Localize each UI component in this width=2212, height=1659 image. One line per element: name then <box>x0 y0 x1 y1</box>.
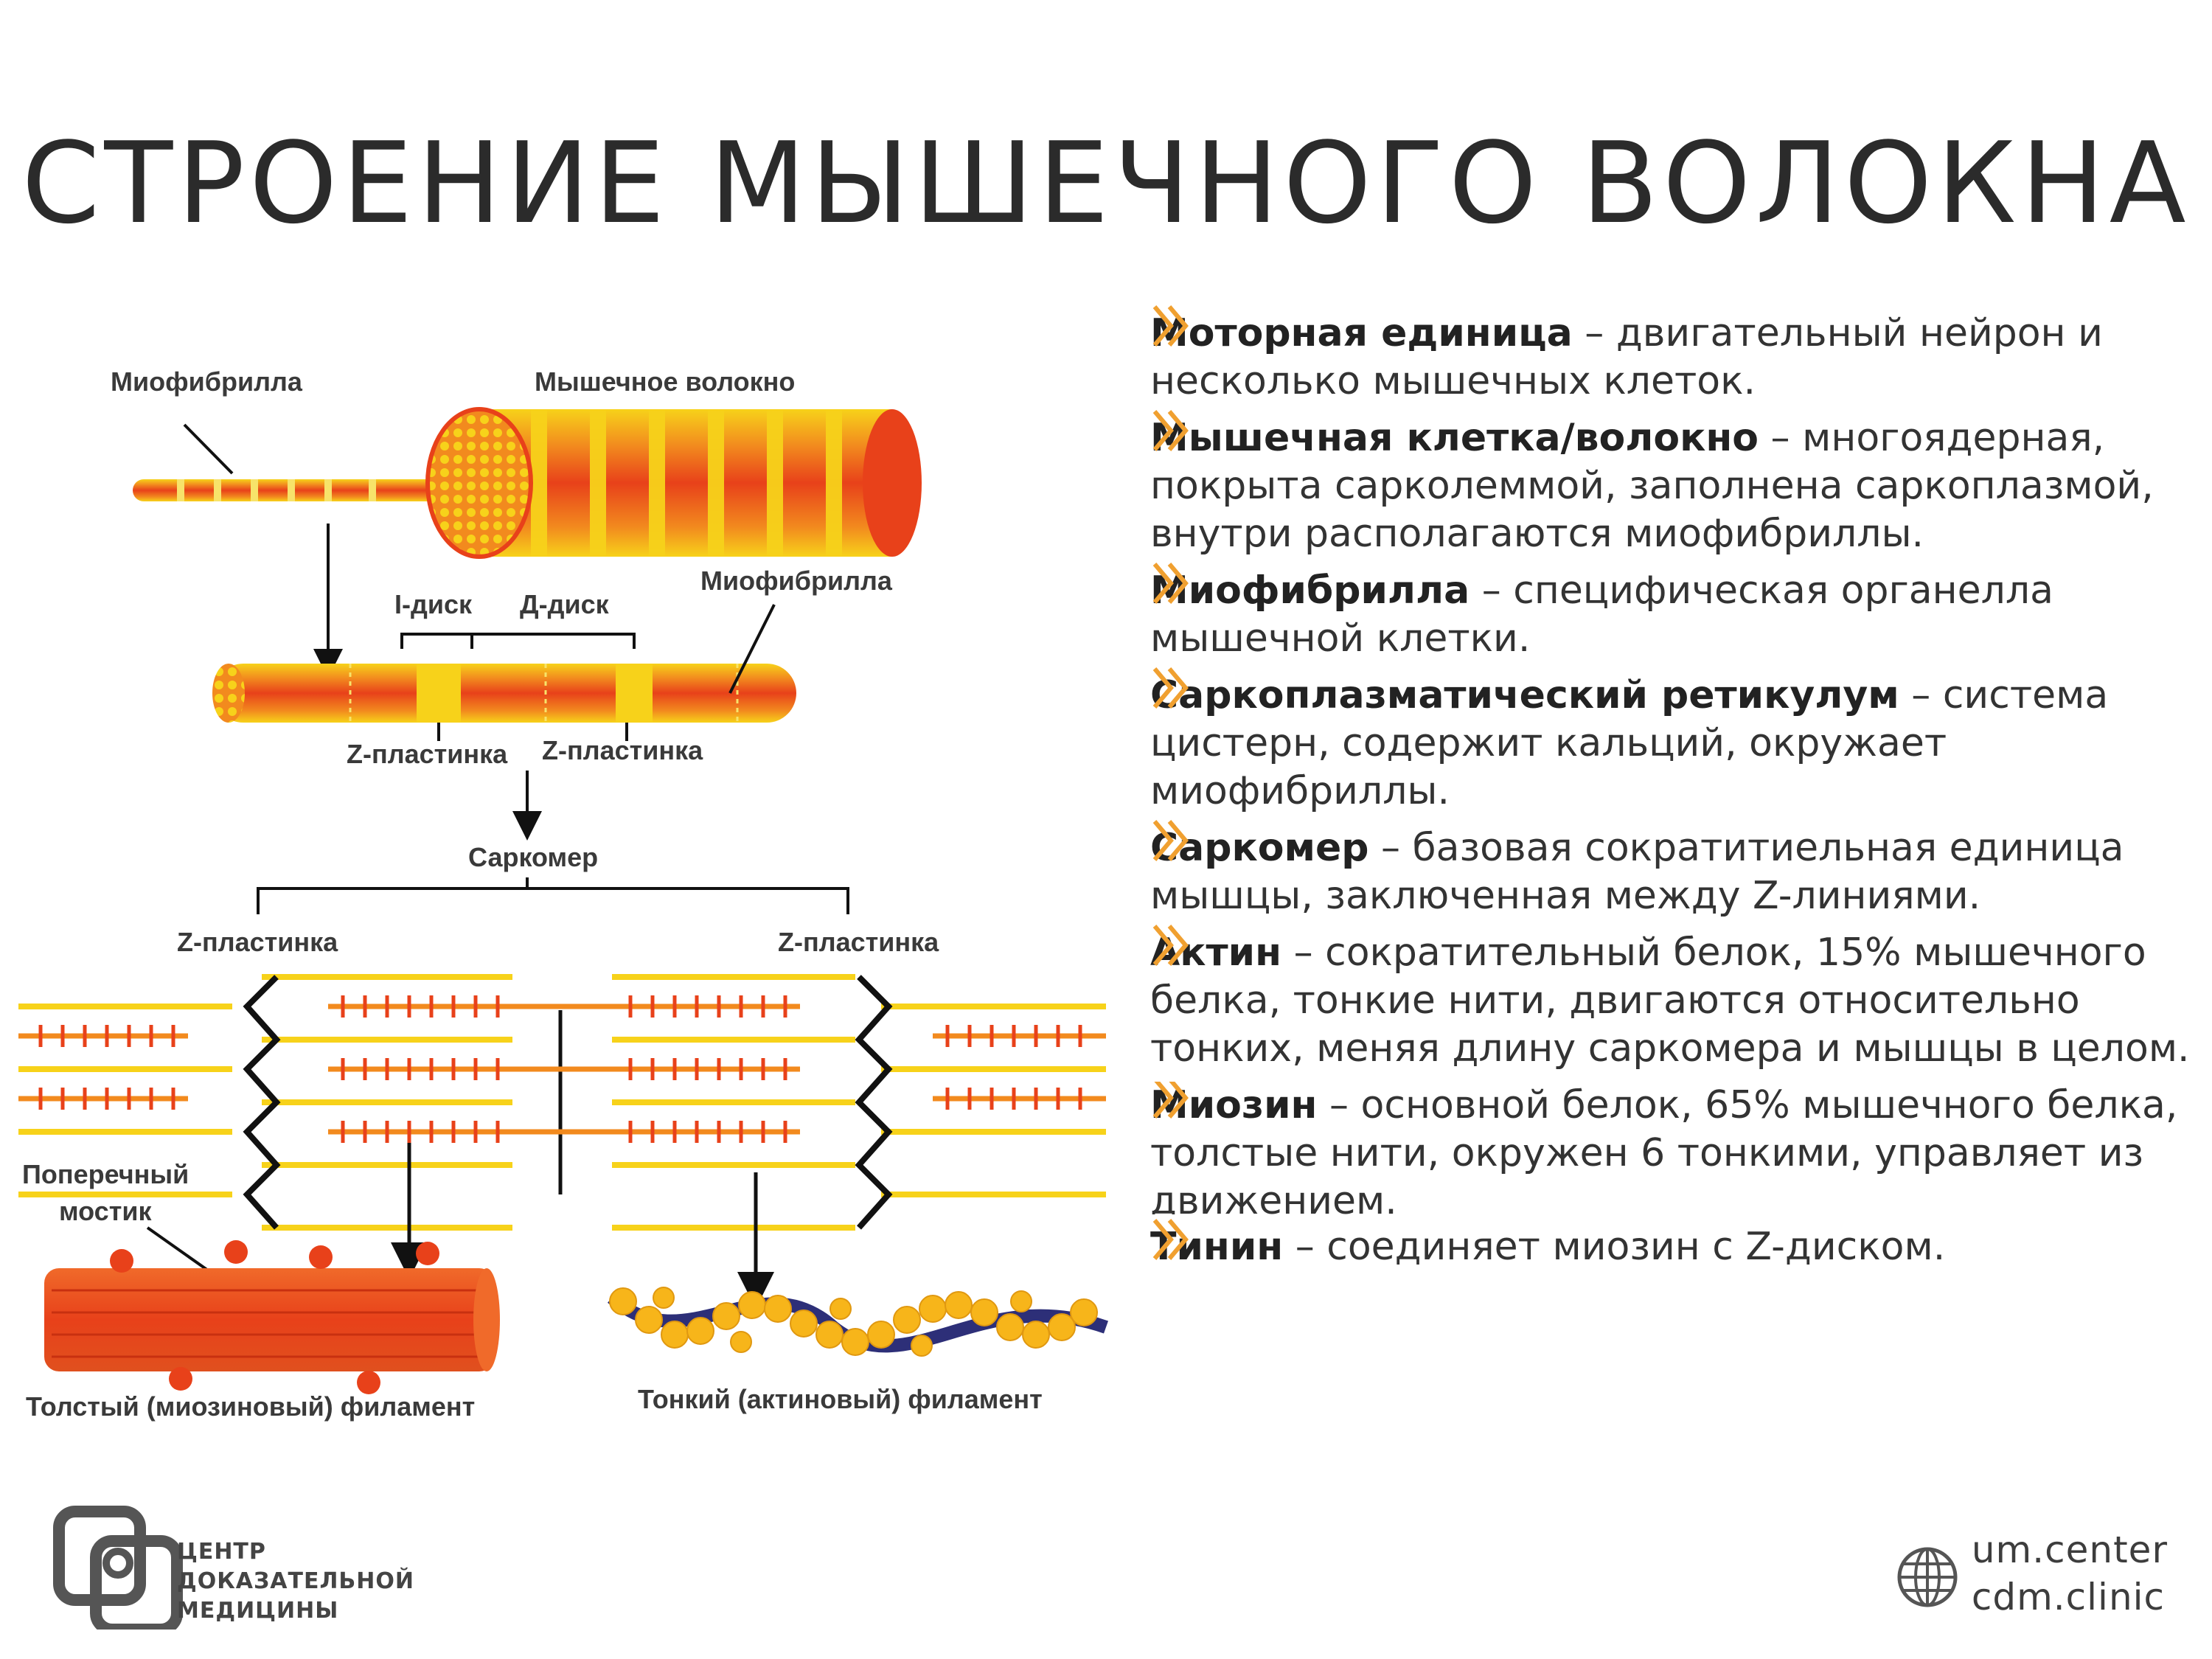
double-chevron-icon <box>1152 563 1189 604</box>
label-sarcomere: Саркомер <box>468 842 598 872</box>
definition-item-sarcomere: Саркомер – базовая сократитиельная едини… <box>1150 820 2197 920</box>
label-d-disk: Д-диск <box>520 589 610 619</box>
definition-item-myofibril: Миофибрилла – специфическая органелла мы… <box>1150 563 2197 663</box>
definition-text: – сократительный белок, 15% мышечного бе… <box>1150 931 2190 1071</box>
label-muscle-fiber: Мышечное волокно <box>535 366 795 397</box>
myofibril-top <box>133 479 457 501</box>
definition-text: – двигательный нейрон и несколько мышечн… <box>1150 311 2103 403</box>
site-link-cdm-clinic[interactable]: cdm.clinic <box>1971 1576 2166 1618</box>
globe-icon <box>1897 1547 1958 1607</box>
logo-line-2: ДОКАЗАТЕЛЬНОЙ <box>177 1568 414 1594</box>
website-links: um.center cdm.clinic <box>1972 1526 2168 1621</box>
double-chevron-icon <box>1152 410 1189 451</box>
definition-term: Саркоплазматический ретикулум <box>1150 673 1899 717</box>
definition-text: – базовая сократитиельная единица мышцы,… <box>1150 826 2124 918</box>
double-chevron-icon <box>1152 820 1189 861</box>
label-cross-bridge-1: Поперечный <box>22 1159 189 1189</box>
definition-term: Актин <box>1150 931 1282 975</box>
label-myofibril-right: Миофибрилла <box>700 566 893 596</box>
label-thin-filament: Тонкий (актиновый) филамент <box>638 1384 1043 1414</box>
definition-text: – основной белок, 65% мышечного белка, т… <box>1150 1083 2178 1214</box>
double-chevron-icon <box>1152 1082 1189 1119</box>
definition-item-sarcoplasmic-reticulum: Саркоплазматический ретикулум – система … <box>1150 667 2197 815</box>
sarcomere-schematic <box>18 974 1106 1231</box>
site-link-um-center[interactable]: um.center <box>1971 1528 2168 1571</box>
definition-term: Тинин <box>1150 1225 1284 1269</box>
thick-filament-illustration <box>44 1240 500 1394</box>
definition-item-muscle-cell: Мышечная клетка/волокно – многоядерная, … <box>1150 410 2197 558</box>
definition-term: Мышечная клетка/волокно <box>1150 416 1759 460</box>
double-chevron-icon <box>1152 925 1189 966</box>
definition-term: Моторная единица <box>1150 311 1573 355</box>
label-i-disk: I-диск <box>394 589 473 619</box>
label-z-plate-left: Z-пластинка <box>177 927 338 957</box>
muscle-fiber-diagram: Миофибрилла Мышечное волокно <box>0 280 1135 1430</box>
definition-item-motor-unit: Моторная единица – двигательный нейрон и… <box>1150 305 2197 406</box>
logo-line-1: ЦЕНТР <box>177 1539 266 1565</box>
logo-text: ЦЕНТР ДОКАЗАТЕЛЬНОЙ МЕДИЦИНЫ <box>177 1537 414 1626</box>
definition-term: Миофибрилла <box>1150 568 1470 613</box>
cdm-logo-icon <box>53 1506 183 1630</box>
definition-text: – система цистерн, содержит кальций, окр… <box>1150 673 2109 813</box>
label-z-plate-right: Z-пластинка <box>778 927 939 957</box>
definition-term: Саркомер <box>1150 826 1369 870</box>
label-z-plate-1: Z-пластинка <box>347 739 508 769</box>
double-chevron-icon <box>1152 1219 1189 1260</box>
thin-filament-illustration <box>607 1287 1108 1357</box>
definition-item-actin: Актин – сократительный белок, 15% мышечн… <box>1150 925 2197 1073</box>
label-myofibril-top: Миофибрилла <box>111 366 303 397</box>
definition-text: – специфическая органелла мышечной клетк… <box>1150 568 2053 661</box>
definition-text: – многоядерная, покрыта сарколеммой, зап… <box>1150 416 2154 556</box>
double-chevron-icon <box>1152 305 1189 347</box>
definition-text: – соединяет миозин с Z-диском. <box>1283 1225 1946 1269</box>
label-cross-bridge-2: мостик <box>59 1196 152 1226</box>
definitions-list: Моторная единица – двигательный нейрон и… <box>1150 305 2197 1280</box>
logo-line-3: МЕДИЦИНЫ <box>177 1598 339 1624</box>
label-thick-filament: Толстый (миозиновый) филамент <box>26 1391 475 1422</box>
double-chevron-icon <box>1152 667 1189 709</box>
myofibril-middle <box>212 664 796 723</box>
definition-item-titin: Тинин – соединяет миозин с Z-диском. <box>1150 1219 2197 1271</box>
label-z-plate-2: Z-пластинка <box>542 735 703 765</box>
page-title: СТРОЕНИЕ МЫШЕЧНОГО ВОЛОКНА <box>21 118 2191 248</box>
definition-item-myosin: Миозин – основной белок, 65% мышечного б… <box>1150 1082 2197 1214</box>
muscle-fiber-cylinder <box>425 407 922 559</box>
